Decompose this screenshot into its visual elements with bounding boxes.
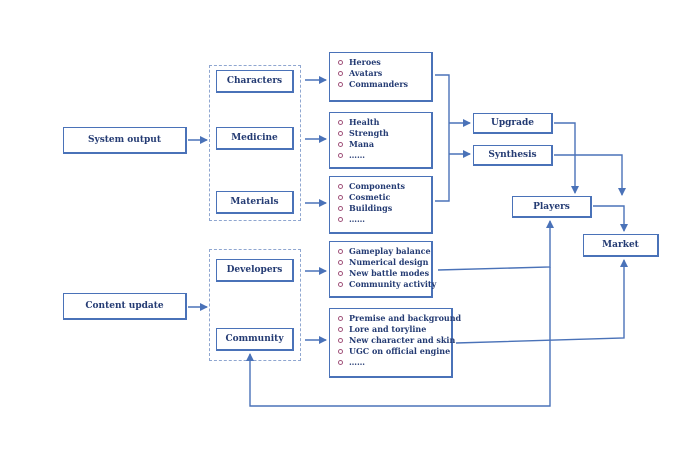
market-box: Market: [583, 234, 659, 257]
bullet-icon: [338, 271, 343, 276]
list-item: Commanders: [338, 79, 425, 90]
list-item: New battle modes: [338, 268, 429, 279]
bullet-icon: [338, 349, 343, 354]
bullet-icon: [338, 82, 343, 87]
list-item: Buildings: [338, 203, 425, 214]
list-item: Gameplay balance: [338, 246, 431, 257]
arrow-community-to-market: [455, 259, 628, 344]
list-item: Heroes: [338, 57, 425, 68]
arrow-players-to-community: [246, 267, 551, 407]
list-item: Avatars: [338, 68, 425, 79]
list-item: Components: [338, 181, 425, 192]
players-box: Players: [512, 196, 592, 218]
bullet-icon: [338, 206, 343, 211]
medicine-box: Medicine: [216, 127, 294, 150]
synthesis-label: Synthesis: [488, 150, 537, 160]
item-categories-group: [209, 65, 301, 221]
arrow-upgrade-to-players: [554, 122, 579, 194]
bullet-icon: [338, 327, 343, 332]
upgrade-label: Upgrade: [490, 118, 535, 128]
developers-label: Developers: [226, 265, 283, 275]
arrow-developers-to-players: [437, 220, 554, 271]
system-output-box: System output: [63, 127, 187, 154]
materials-label: Materials: [230, 197, 279, 207]
list-item: ……: [338, 357, 445, 368]
materials-list: Components Cosmetic Buildings ……: [329, 176, 433, 234]
list-item: ……: [338, 214, 425, 225]
synthesis-box: Synthesis: [473, 145, 553, 166]
medicine-label: Medicine: [231, 133, 278, 143]
community-box: Community: [216, 328, 294, 351]
list-item: Mana: [338, 139, 425, 150]
materials-box: Materials: [216, 191, 294, 214]
community-label: Community: [225, 334, 284, 344]
list-item: Health: [338, 117, 425, 128]
bullet-icon: [338, 195, 343, 200]
bullet-icon: [338, 131, 343, 136]
characters-label: Characters: [226, 76, 283, 86]
bullet-icon: [338, 249, 343, 254]
arrow-synthesis-to-market: [554, 154, 626, 196]
community-list: Premise and background Lore and toryline…: [329, 308, 461, 378]
list-item: Premise and background: [338, 313, 461, 324]
bullet-icon: [338, 360, 343, 365]
bullet-icon: [338, 338, 343, 343]
bullet-icon: [338, 153, 343, 158]
system-output-label: System output: [87, 135, 162, 145]
list-item: Numerical design: [338, 257, 428, 268]
characters-box: Characters: [216, 70, 294, 93]
list-item: Cosmetic: [338, 192, 425, 203]
list-item: Strength: [338, 128, 425, 139]
bullet-icon: [338, 217, 343, 222]
list-item: Community activity: [338, 279, 436, 290]
content-update-box: Content update: [63, 293, 187, 320]
developers-box: Developers: [216, 259, 294, 282]
bullet-icon: [338, 316, 343, 321]
arrow-players-to-market: [593, 205, 628, 232]
upgrade-box: Upgrade: [473, 113, 553, 134]
players-label: Players: [533, 201, 570, 212]
content-update-label: Content update: [85, 301, 164, 311]
developers-list: Gameplay balance Numerical design New ba…: [329, 241, 436, 298]
list-item: ……: [338, 150, 425, 161]
content-sources-group: [209, 249, 301, 361]
list-item: UGC on official engine: [338, 346, 450, 357]
list-item: Lore and toryline: [338, 324, 445, 335]
bullet-icon: [338, 184, 343, 189]
bullet-icon: [338, 120, 343, 125]
bullet-icon: [338, 142, 343, 147]
bullet-icon: [338, 71, 343, 76]
characters-list: Heroes Avatars Commanders: [329, 52, 433, 102]
bullet-icon: [338, 260, 343, 265]
list-item: New character and skin: [338, 335, 455, 346]
bullet-icon: [338, 60, 343, 65]
bracket-item-lists: [435, 74, 450, 202]
medicine-list: Health Strength Mana ……: [329, 112, 433, 169]
bullet-icon: [338, 282, 343, 287]
market-label: Market: [602, 240, 639, 250]
